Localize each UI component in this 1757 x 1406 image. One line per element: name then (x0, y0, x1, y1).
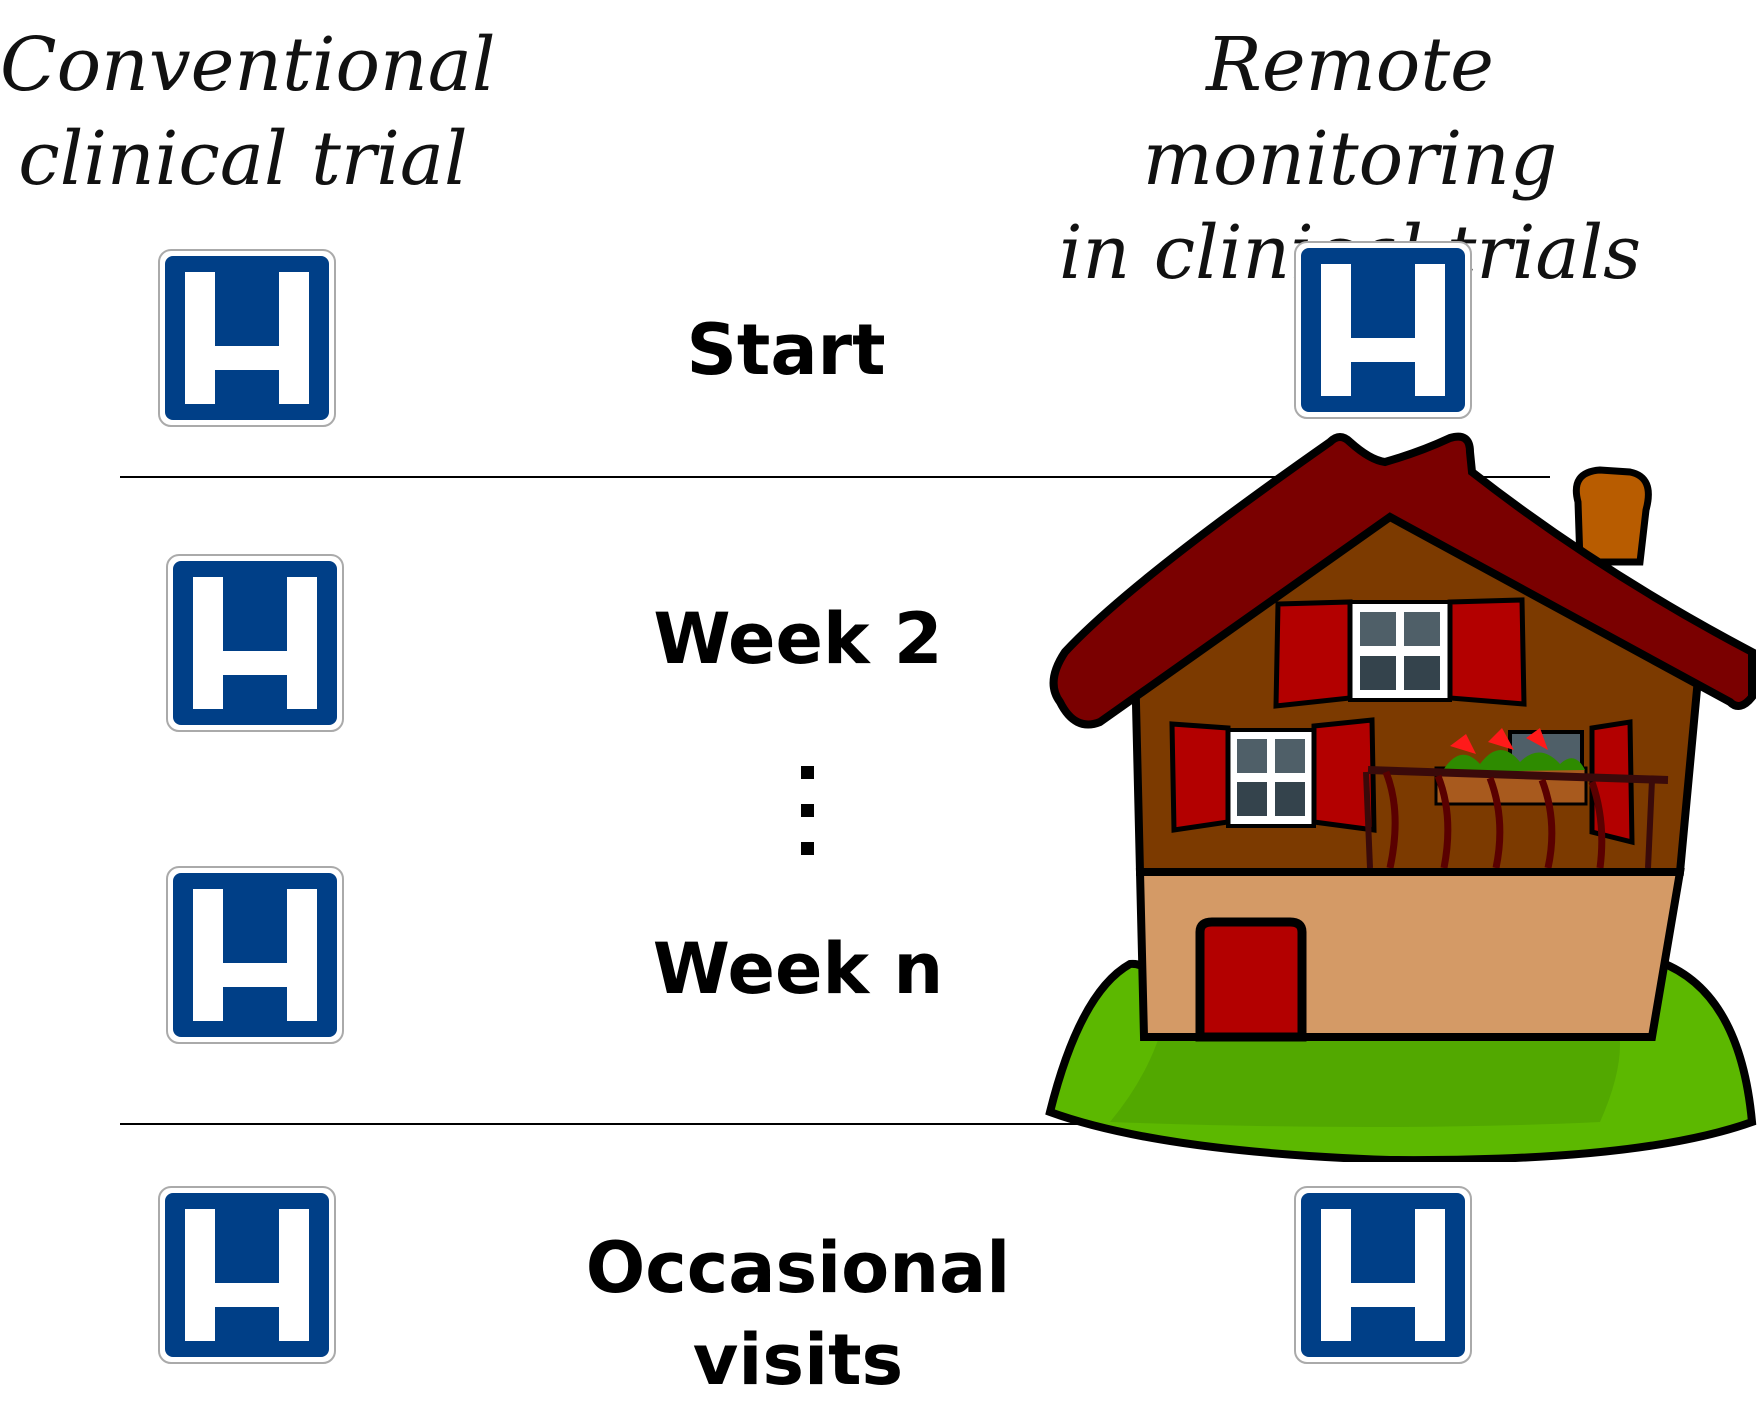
hospital-sign-icon (165, 865, 345, 1045)
hospital-sign-icon (165, 553, 345, 733)
conventional-trial-heading: Conventional clinical trial (0, 22, 496, 202)
hospital-sign-icon (157, 248, 337, 428)
vertical-ellipsis (796, 766, 820, 856)
row-label-week-2: Week 2 (653, 598, 943, 680)
divider-line (120, 476, 1550, 478)
hospital-sign-icon (1293, 240, 1473, 420)
remote-monitoring-heading: Remote monitoring in clinical trials (1058, 22, 1642, 296)
row-label-start: Start (686, 309, 886, 391)
hospital-sign-icon (157, 1185, 337, 1365)
row-label-occasional-visits: Occasional visits (585, 1227, 1011, 1401)
hospital-sign-icon (1293, 1185, 1473, 1365)
row-label-week-n: Week n (652, 928, 944, 1010)
divider-line (120, 1123, 1080, 1125)
house-icon (1040, 432, 1757, 1165)
